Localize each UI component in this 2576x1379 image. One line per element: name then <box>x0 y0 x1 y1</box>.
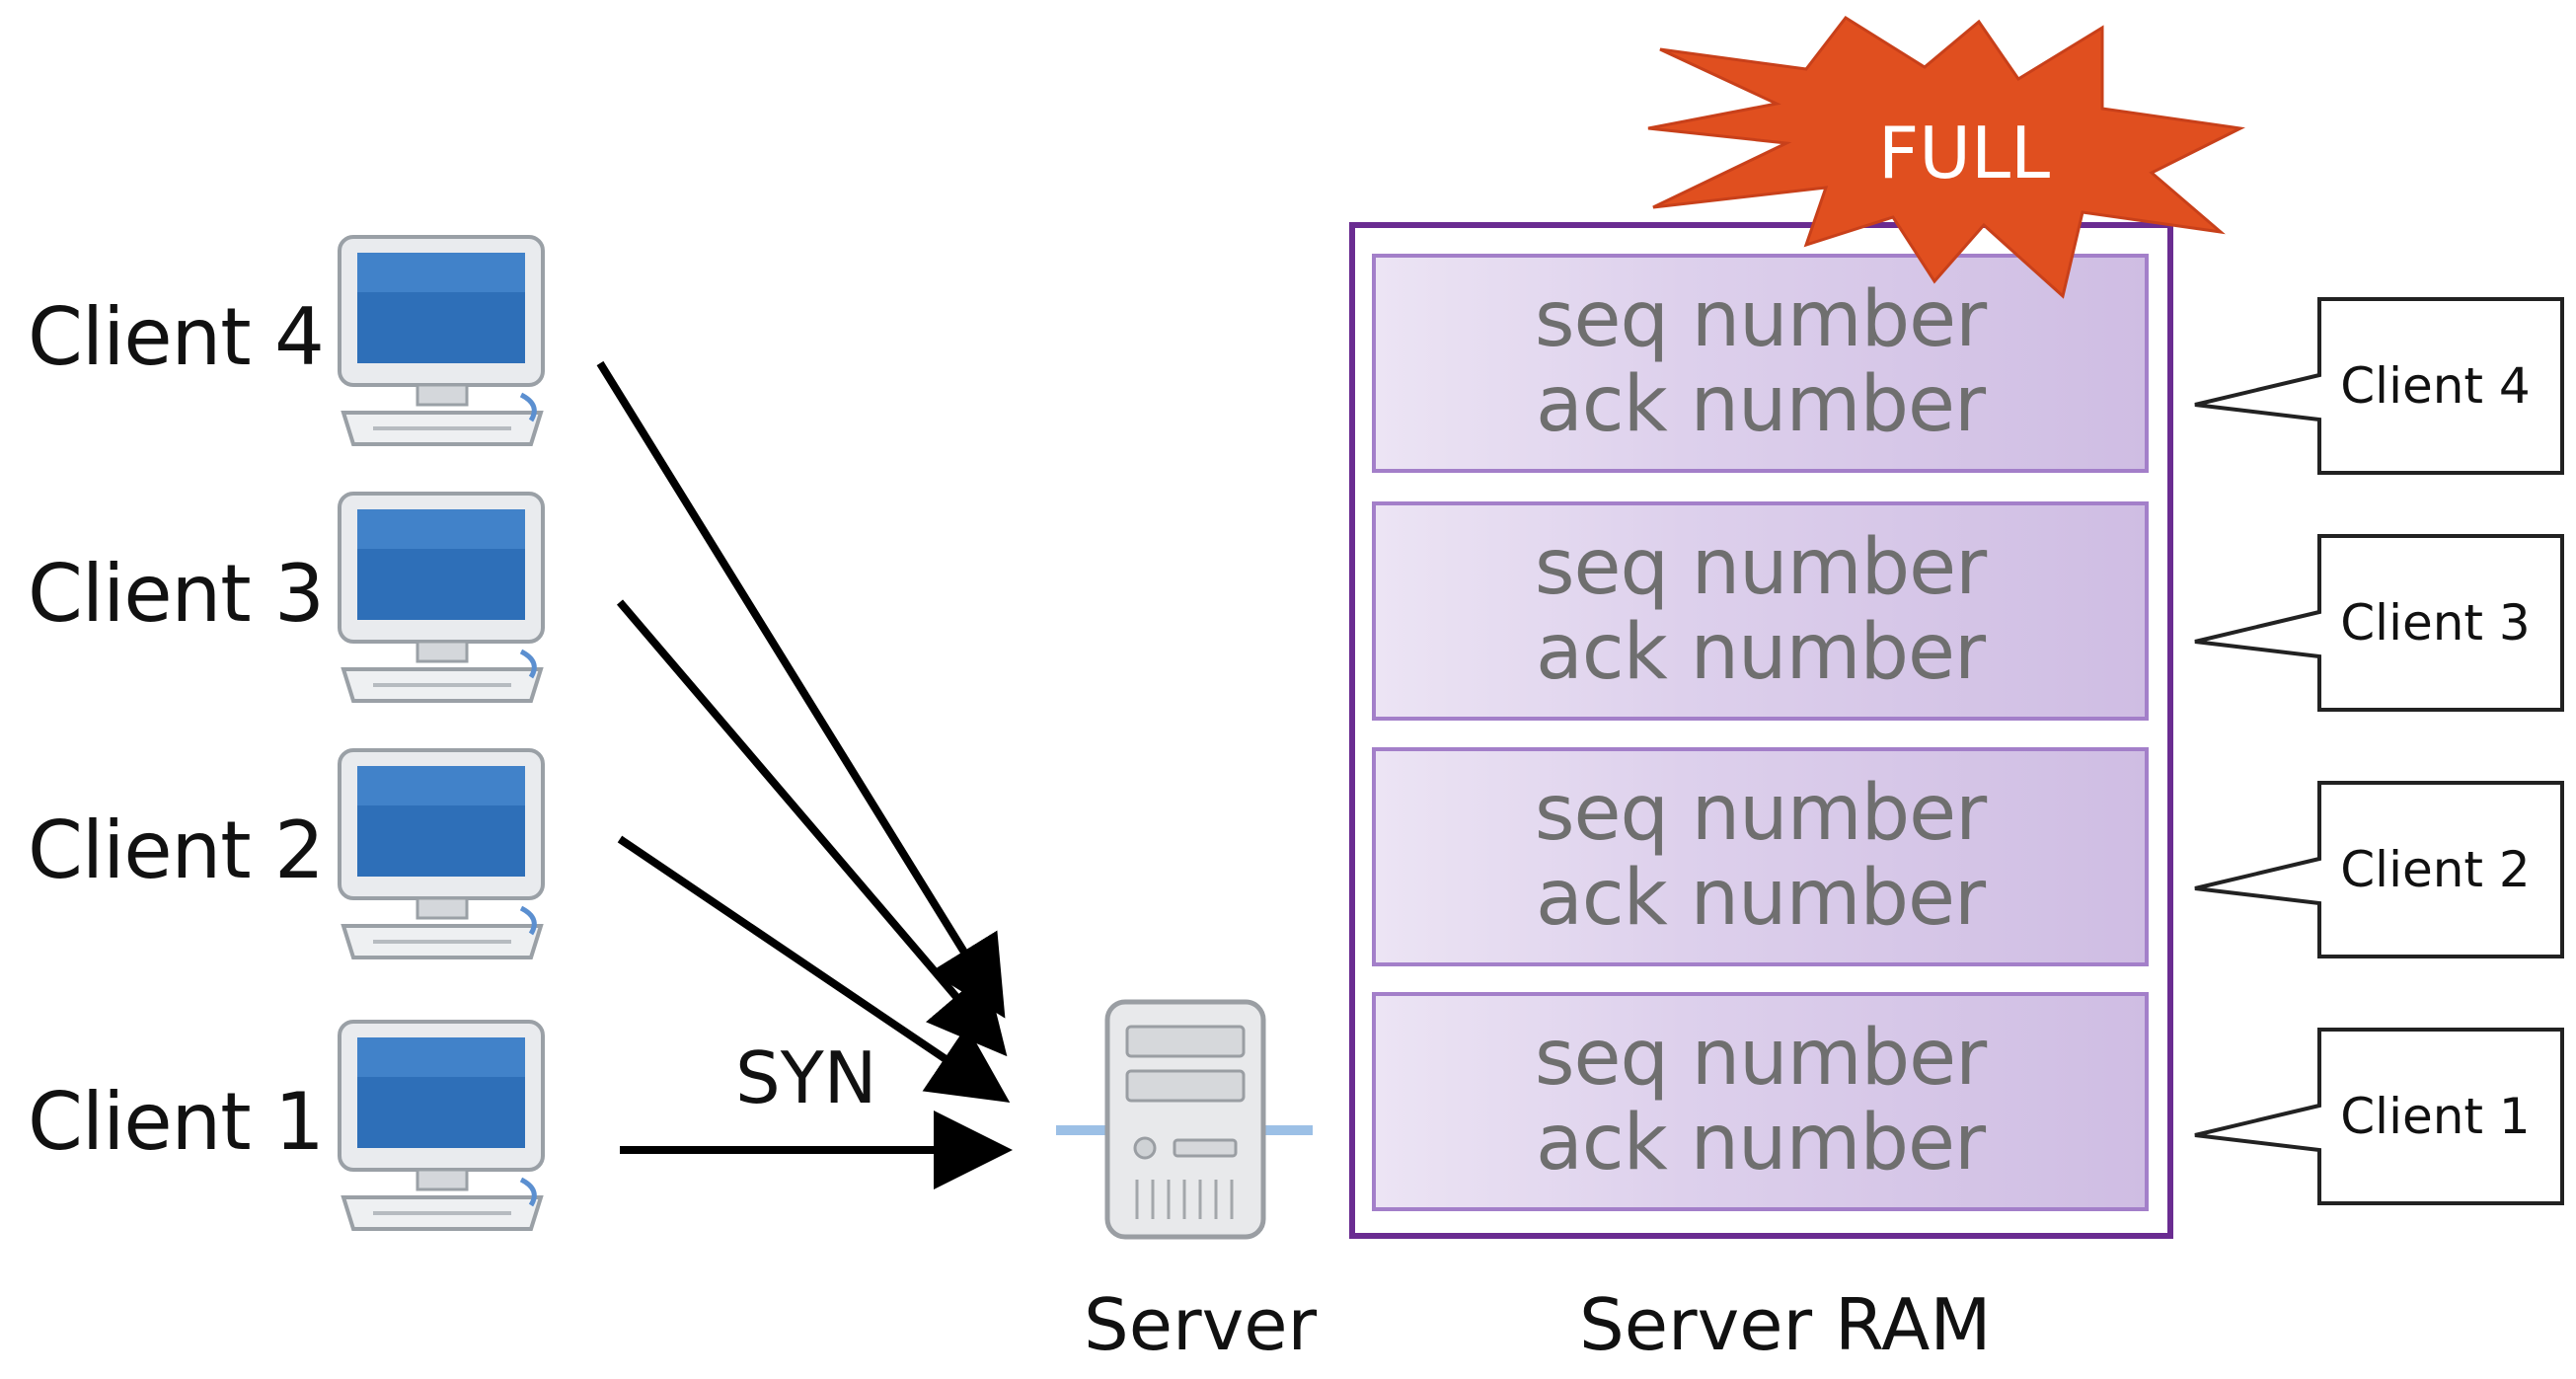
callout-client1: Client 1 <box>2191 1027 2566 1206</box>
ram-slot-client3: seq number ack number <box>1372 501 2149 721</box>
seq-number-text: seq number <box>1534 275 1987 364</box>
seq-number-text: seq number <box>1534 523 1987 612</box>
callout-client3: Client 3 <box>2191 533 2566 713</box>
seq-number-text: seq number <box>1534 769 1987 858</box>
callout-client4: Client 4 <box>2191 296 2566 476</box>
desktop-computer-icon <box>338 1020 545 1231</box>
desktop-computer-icon <box>338 492 545 703</box>
callout-client-label: Client 4 <box>2340 357 2531 415</box>
desktop-computer-icon <box>338 235 545 446</box>
speech-callout-icon <box>2194 781 2564 958</box>
ack-number-text: ack number <box>1535 608 1986 697</box>
ram-slot-client2: seq number ack number <box>1372 747 2149 966</box>
callout-client-label: Client 2 <box>2340 841 2531 898</box>
ack-number-text: ack number <box>1535 360 1986 449</box>
syn-label: SYN <box>735 1036 877 1119</box>
callout-client-label: Client 1 <box>2340 1088 2531 1145</box>
explosion-burst-icon <box>1647 16 2245 299</box>
ack-number-text: ack number <box>1535 1099 1986 1187</box>
client-label-3: Client 3 <box>28 548 325 640</box>
full-label: FULL <box>1877 112 2051 194</box>
callout-client-label: Client 3 <box>2340 594 2531 651</box>
full-burst: FULL <box>1638 10 2260 306</box>
arrow-client3 <box>616 599 1008 1057</box>
server-caption: Server <box>1084 1283 1318 1366</box>
desktop-computer-icon <box>338 748 545 959</box>
server-tower-icon <box>1056 999 1313 1240</box>
speech-callout-icon <box>2194 1028 2564 1205</box>
client-label-1: Client 1 <box>28 1076 325 1168</box>
seq-number-text: seq number <box>1534 1014 1987 1103</box>
arrow-client4 <box>596 360 1006 1019</box>
ram-slot-client4: seq number ack number <box>1372 254 2149 473</box>
speech-callout-icon <box>2194 534 2564 712</box>
client-label-4: Client 4 <box>28 291 325 383</box>
ram-slot-client1: seq number ack number <box>1372 992 2149 1211</box>
speech-callout-icon <box>2194 297 2564 475</box>
arrow-client2 <box>617 835 1011 1103</box>
server-ram-caption: Server RAM <box>1579 1283 1992 1366</box>
client-label-2: Client 2 <box>28 804 325 896</box>
callout-client2: Client 2 <box>2191 780 2566 959</box>
ack-number-text: ack number <box>1535 854 1986 943</box>
